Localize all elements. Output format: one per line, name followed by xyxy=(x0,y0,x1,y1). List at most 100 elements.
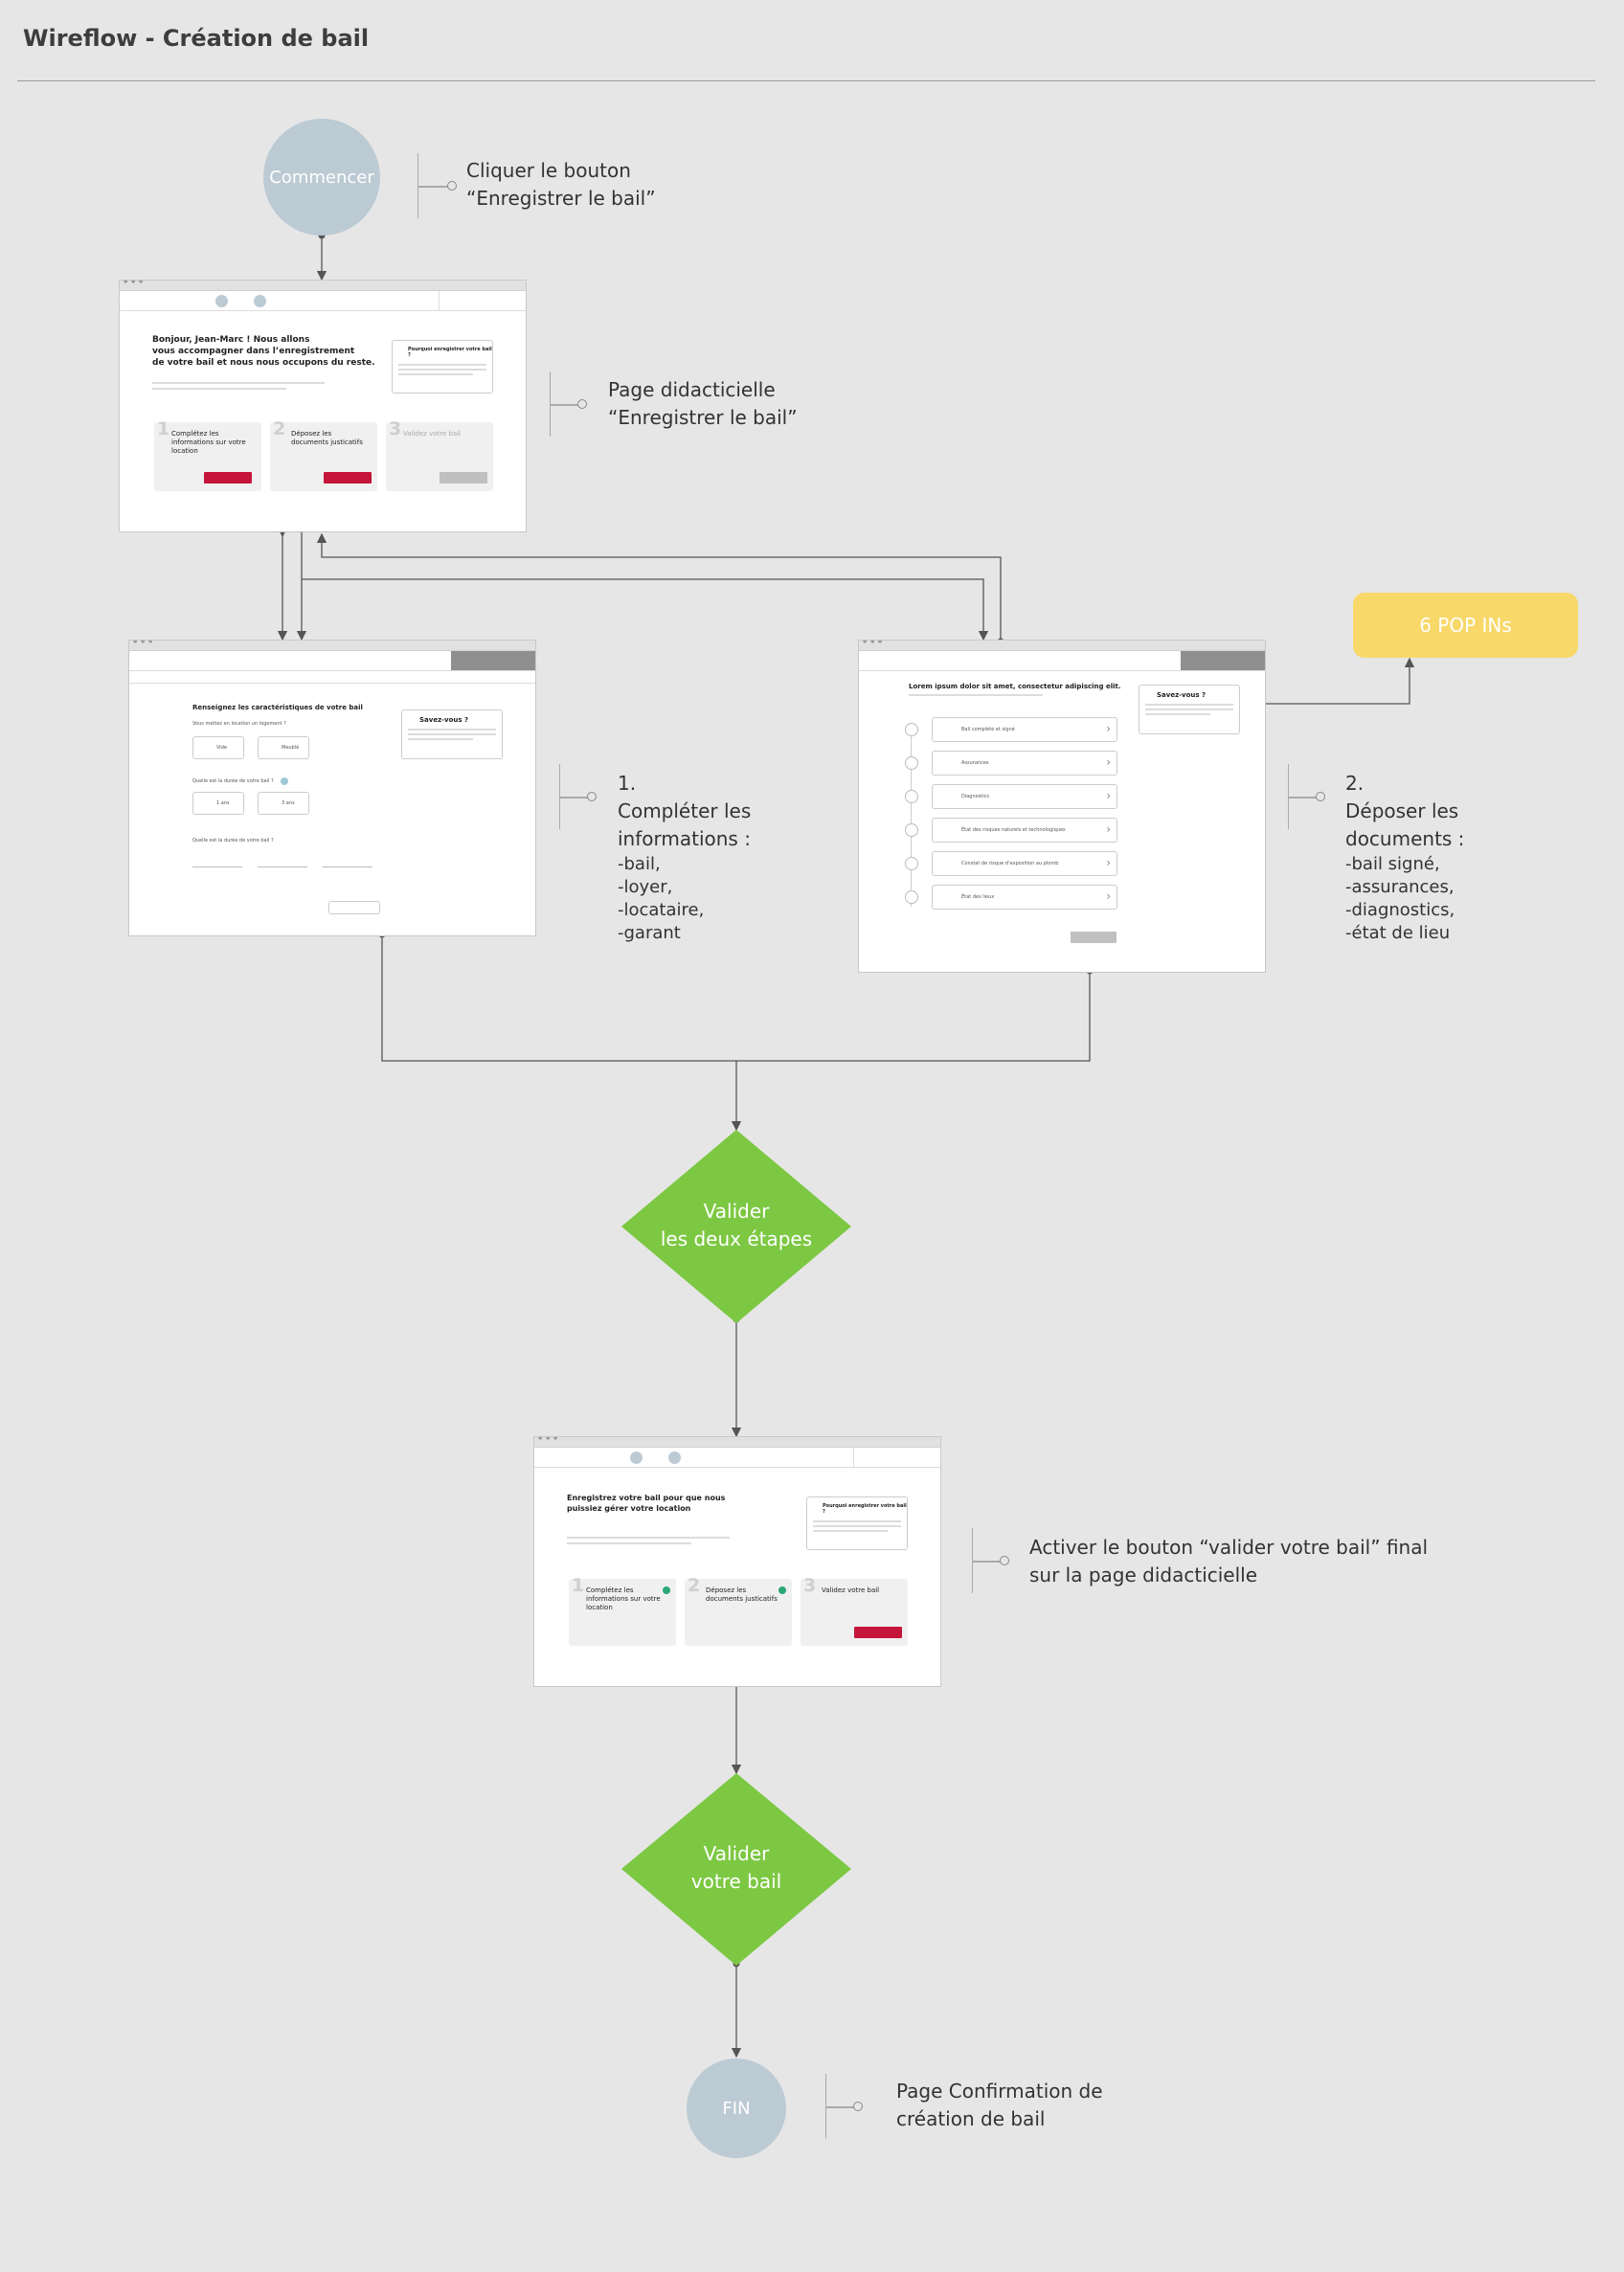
document-item-label: État des risques naturels et technologiq… xyxy=(961,827,1066,833)
note-step2: 2. Déposer les documents : xyxy=(1345,772,1465,850)
note-bracket xyxy=(1288,764,1289,829)
wireframe-tutorial: Bonjour, Jean-Marc ! Nous allons vous ac… xyxy=(119,280,527,532)
chevron-right-icon: › xyxy=(1106,722,1111,735)
submit-documents-button xyxy=(1071,932,1116,943)
tutorial-card-1[interactable]: 1 Complétez les informations sur votre l… xyxy=(154,418,261,491)
decision-1-label: Valider les deux étapes xyxy=(660,1200,813,1250)
note-tick xyxy=(560,797,591,799)
note-bracket xyxy=(559,764,560,829)
date-field-1[interactable] xyxy=(192,866,242,867)
chevron-right-icon: › xyxy=(1106,889,1111,903)
note-dot xyxy=(587,792,597,801)
note-tick xyxy=(551,404,581,406)
document-item[interactable]: État des lieux › xyxy=(932,885,1117,910)
tutorial-greeting: Bonjour, Jean-Marc ! Nous allons vous ac… xyxy=(152,335,375,368)
final-heading: Enregistrez votre bail pour que nous pui… xyxy=(567,1494,726,1513)
step-dot xyxy=(905,823,918,837)
step-dot xyxy=(905,790,918,803)
final-card-1[interactable]: 1 Complétez les informations sur votre l… xyxy=(569,1575,676,1646)
note-tutorial: Page didacticielle “Enregistrer le bail” xyxy=(608,378,798,429)
decision-diamond-1 xyxy=(621,1130,851,1323)
option-1-an[interactable]: 1 ans xyxy=(192,792,244,815)
note-dot xyxy=(1000,1556,1009,1565)
final-card-3[interactable]: 3 Validez votre bail xyxy=(801,1575,908,1646)
end-node: FIN xyxy=(687,2058,786,2158)
card-1-button[interactable] xyxy=(204,472,252,484)
note-activate: Activer le bouton “valider votre bail” f… xyxy=(1029,1536,1429,1586)
note-dot xyxy=(577,399,587,409)
question-1: Vous mettez en location un logement ? xyxy=(192,721,286,727)
upload-tip-box: Savez-vous ? xyxy=(1139,685,1240,734)
step-dot xyxy=(905,756,918,770)
tip-box: Savez-vous ? xyxy=(401,709,503,759)
note-step2-items: -bail signé, -assurances, -diagnostics, … xyxy=(1345,854,1455,943)
decision-2-label: Valider votre bail xyxy=(690,1842,782,1893)
step-dot xyxy=(905,890,918,904)
popins-node: 6 POP INs xyxy=(1353,593,1578,658)
done-check-icon xyxy=(663,1586,670,1594)
note-tick xyxy=(1289,797,1320,799)
question-2: Quelle est la durée de votre bail ? xyxy=(192,778,274,784)
decision-diamond-2 xyxy=(621,1773,851,1966)
card-2-button[interactable] xyxy=(324,472,372,484)
note-bracket xyxy=(550,371,551,437)
chevron-right-icon: › xyxy=(1106,755,1111,769)
tutorial-card-2[interactable]: 2 Déposez les documents justicatifs xyxy=(270,418,377,491)
card-3-button xyxy=(440,472,487,484)
note-start: Cliquer le bouton “Enregistrer le bail” xyxy=(466,159,656,210)
option-vide[interactable]: Vide xyxy=(192,736,244,759)
document-item-label: Assurances xyxy=(961,760,989,766)
document-item-label: État des lieux xyxy=(961,894,995,900)
date-field-2[interactable] xyxy=(258,866,307,867)
edge-wf1-wf3 xyxy=(302,578,989,641)
option-3-ans[interactable]: 3 ans xyxy=(258,792,309,815)
document-item[interactable]: Diagnostics › xyxy=(932,784,1117,809)
option-meuble[interactable]: Meublé xyxy=(258,736,309,759)
edge-wf3-popins xyxy=(1260,657,1415,705)
document-item[interactable]: Bail complété et signé › xyxy=(932,717,1117,742)
edge-wf3-wf1 xyxy=(316,532,1002,640)
wireframe-upload-documents: Lorem ipsum dolor sit amet, consectetur … xyxy=(858,640,1266,973)
final-help-box: Pourquoi enregistrer votre bail ? xyxy=(806,1496,908,1550)
date-field-3[interactable] xyxy=(323,866,372,867)
tutorial-card-3: 3 Validez votre bail xyxy=(386,418,493,491)
validate-bail-button[interactable] xyxy=(854,1627,902,1638)
page-title: Wireflow - Création de bail xyxy=(23,25,370,52)
next-button[interactable] xyxy=(328,901,380,914)
note-step1-items: -bail, -loyer, -locataire, -garant xyxy=(618,854,705,943)
document-item[interactable]: Constat de risque d’exposition au plomb › xyxy=(932,851,1117,876)
step-dot xyxy=(905,723,918,736)
tutorial-help-box: Pourquoi enregistrer votre bail ? xyxy=(392,340,493,394)
note-step1: 1. Compléter les informations : xyxy=(618,772,752,850)
title-divider xyxy=(17,80,1595,81)
step-dot xyxy=(905,857,918,870)
note-tick xyxy=(973,1561,1004,1563)
chevron-right-icon: › xyxy=(1106,856,1111,869)
document-item[interactable]: Assurances › xyxy=(932,751,1117,776)
upload-heading: Lorem ipsum dolor sit amet, consectetur … xyxy=(909,683,1121,690)
note-dot xyxy=(1316,792,1325,801)
note-bracket xyxy=(417,153,418,218)
note-dot xyxy=(447,181,457,191)
final-card-2[interactable]: 2 Déposez les documents justicatifs xyxy=(685,1575,792,1646)
info-icon[interactable] xyxy=(281,777,288,785)
note-bracket xyxy=(972,1528,973,1593)
done-check-icon xyxy=(778,1586,786,1594)
chevron-right-icon: › xyxy=(1106,822,1111,836)
note-dot xyxy=(853,2102,863,2111)
document-item[interactable]: État des risques naturels et technologiq… xyxy=(932,818,1117,843)
wireframe-complete-info: Renseignez les caractéristiques de votre… xyxy=(128,640,536,936)
complete-info-heading: Renseignez les caractéristiques de votre… xyxy=(192,704,363,711)
note-tick xyxy=(826,2106,857,2108)
document-item-label: Constat de risque d’exposition au plomb xyxy=(961,861,1059,866)
document-item-label: Diagnostics xyxy=(961,794,990,799)
start-node: Commencer xyxy=(263,119,380,236)
chevron-right-icon: › xyxy=(1106,789,1111,802)
wireframe-tutorial-final: Enregistrez votre bail pour que nous pui… xyxy=(533,1436,941,1687)
note-bracket xyxy=(825,2074,826,2139)
question-3: Quelle est la durée de votre bail ? xyxy=(192,838,274,844)
note-confirm: Page Confirmation de création de bail xyxy=(896,2080,1103,2130)
note-tick xyxy=(418,186,451,188)
document-item-label: Bail complété et signé xyxy=(961,727,1015,732)
